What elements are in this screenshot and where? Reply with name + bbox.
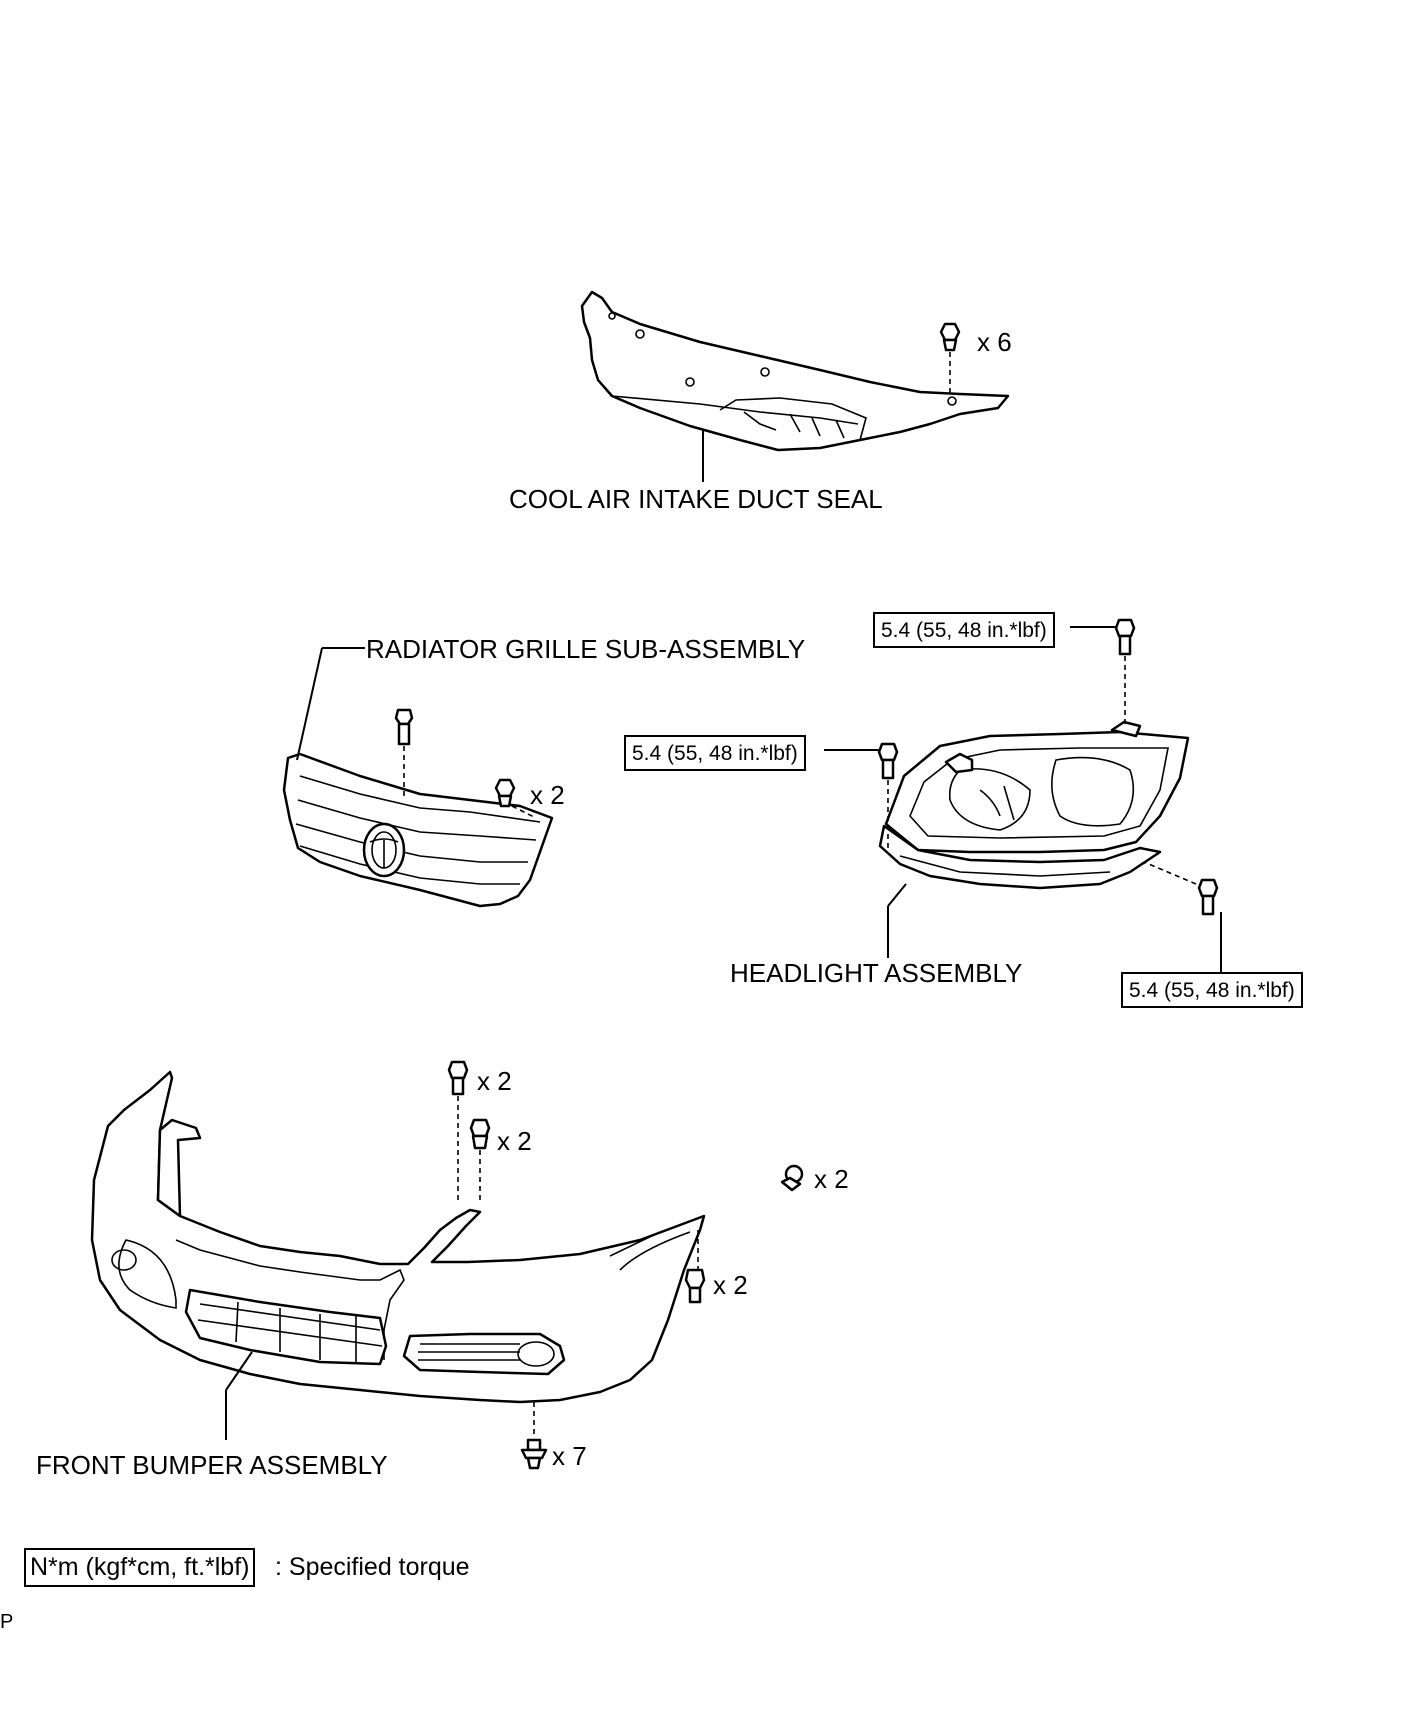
legend-description: : Specified torque [275,1553,470,1581]
torque-box-top: 5.4 (55, 48 in.*lbf) [873,612,1055,648]
bolt-icon [877,742,899,780]
bumper-side-clip-quantity: x 2 [814,1164,849,1194]
clip-icon [469,1118,491,1150]
torque-box-bottom: 5.4 (55, 48 in.*lbf) [1121,972,1303,1008]
headlight-part [878,720,1190,890]
bolt-icon [1114,618,1136,656]
grille-clip-quantity: x 2 [530,780,565,810]
footer-reference: P [0,1611,14,1633]
torque-box-middle: 5.4 (55, 48 in.*lbf) [624,735,806,771]
bolt-icon [1197,878,1219,916]
bumper-top-clip-quantity: x 2 [497,1126,532,1156]
clip-icon [939,322,961,352]
legend-unit-box: N*m (kgf*cm, ft.*lbf) [24,1548,256,1587]
duct-seal-label: COOL AIR INTAKE DUCT SEAL [509,484,883,514]
bumper-label: FRONT BUMPER ASSEMBLY [36,1450,388,1480]
radiator-grille-part [282,752,554,908]
clip-icon [494,778,516,808]
screw-icon [684,1268,706,1304]
clip-icon [520,1438,548,1470]
screw-icon [447,1060,469,1096]
bumper-top-screw-quantity: x 2 [477,1066,512,1096]
duct-clip-quantity: x 6 [977,327,1012,357]
screw-icon [394,708,414,746]
front-bumper-part [90,1070,706,1404]
hook-clip-icon [780,1164,804,1192]
headlight-label: HEADLIGHT ASSEMBLY [730,958,1023,988]
bumper-side-screw-quantity: x 2 [713,1270,748,1300]
grille-label: RADIATOR GRILLE SUB-ASSEMBLY [366,634,806,664]
bumper-bottom-clip-quantity: x 7 [552,1441,587,1471]
duct-seal-part [580,290,1010,452]
